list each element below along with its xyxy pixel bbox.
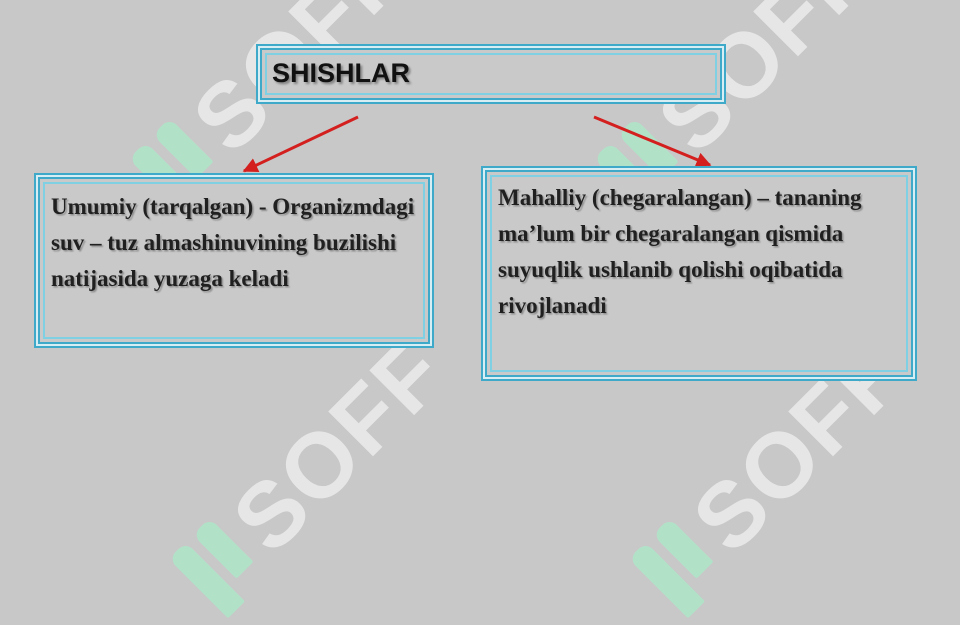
node-local-edema: Mahalliy (chegaralangan) – tananing ma’l… xyxy=(485,170,913,377)
diagram-title: SHISHLAR xyxy=(272,58,411,88)
connector-arrows xyxy=(242,115,712,173)
arrow-left xyxy=(242,115,359,173)
node-general-edema: Umumiy (tarqalgan) - Organizmdagi suv – … xyxy=(38,177,430,344)
arrow-right xyxy=(593,115,712,167)
node-text-left: Umumiy (tarqalgan) - Organizmdagi suv – … xyxy=(51,194,415,291)
node-text-right: Mahalliy (chegaralangan) – tananing ma’l… xyxy=(498,185,862,318)
title-box: SHISHLAR xyxy=(260,48,722,100)
